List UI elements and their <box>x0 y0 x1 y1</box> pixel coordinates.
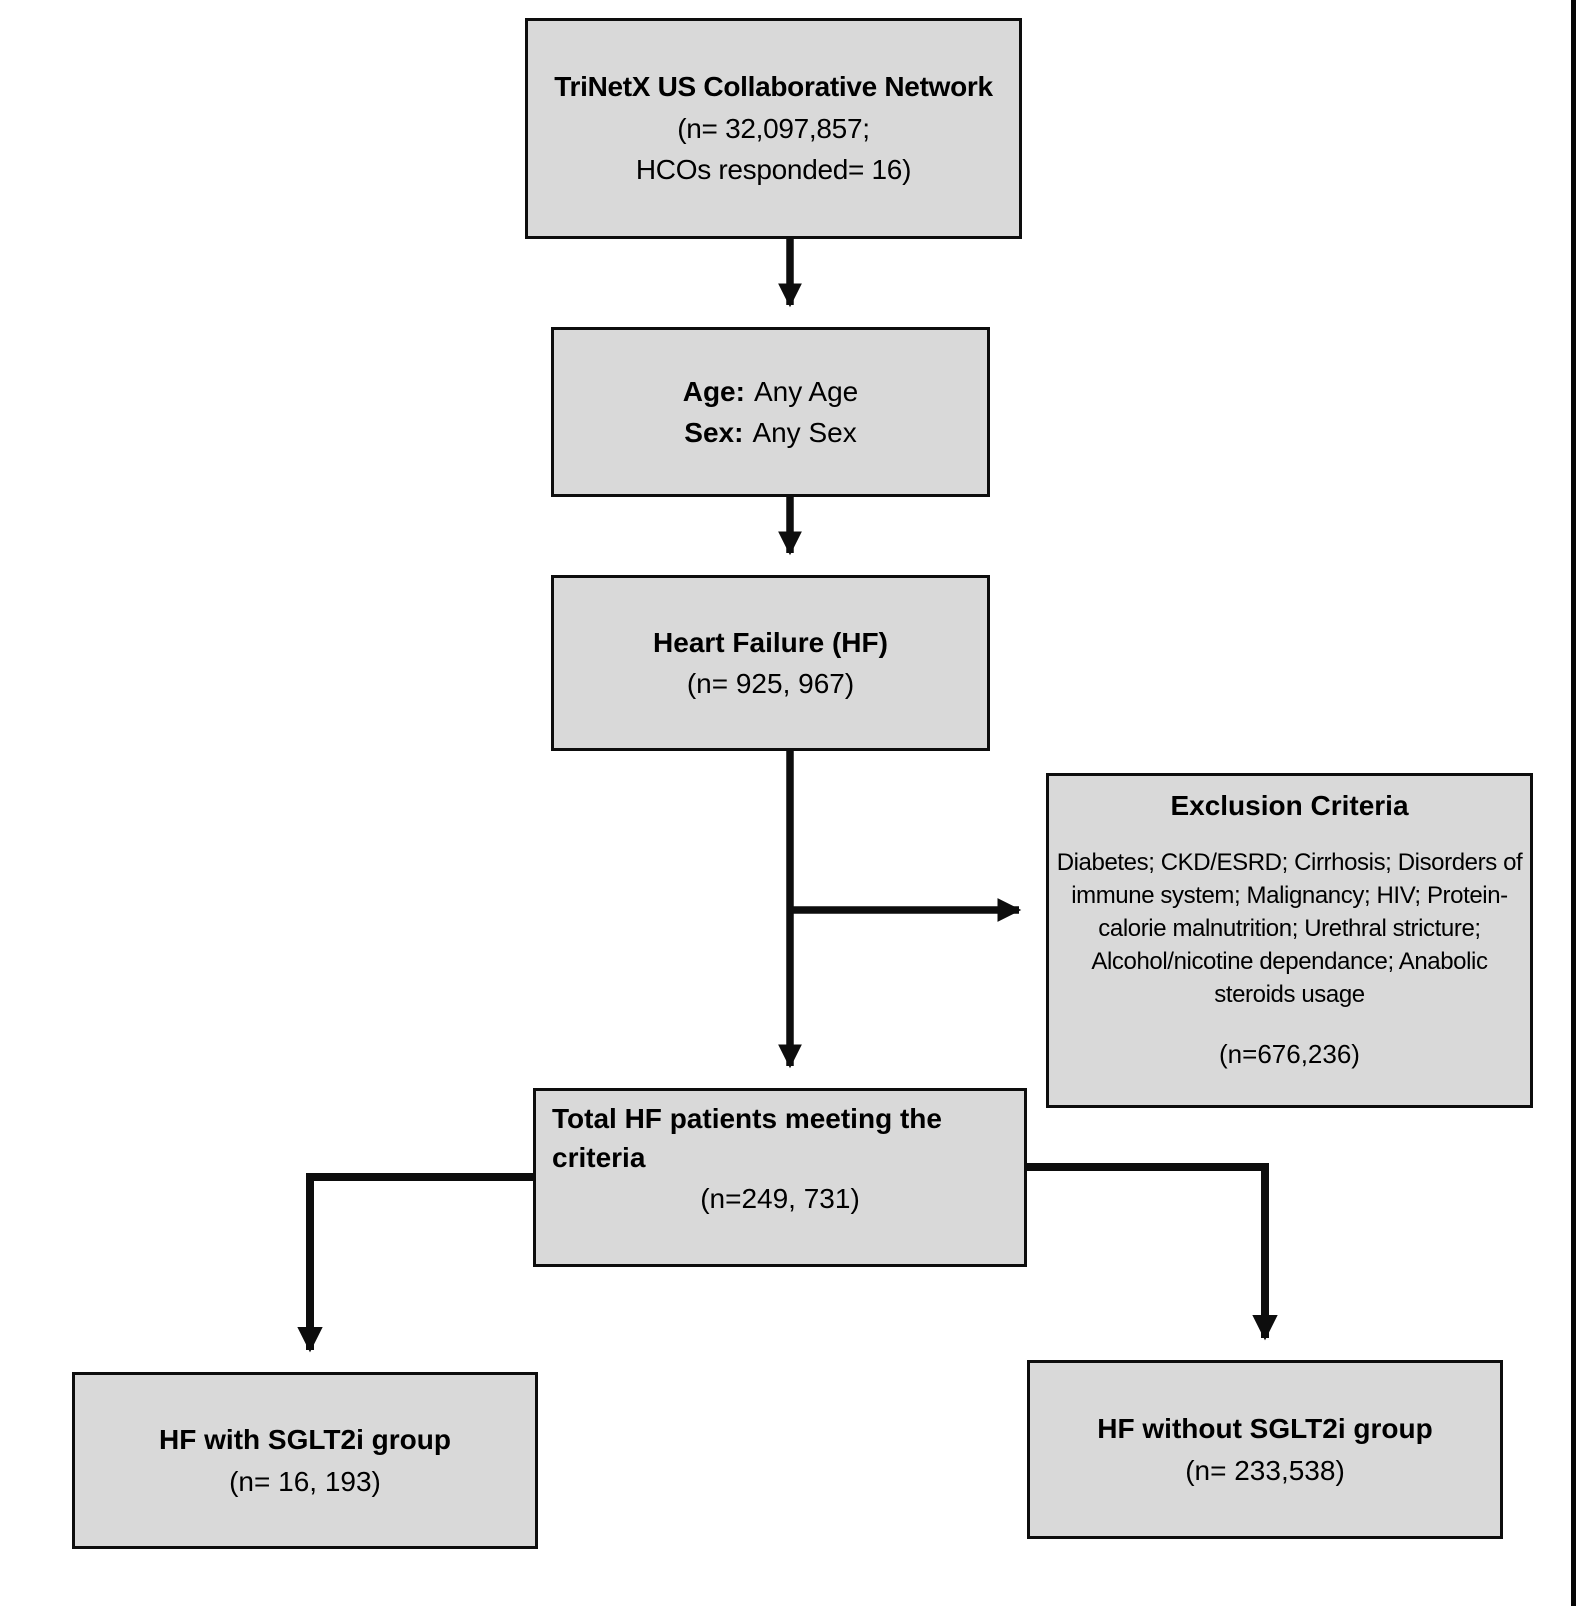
box-network: TriNetX US Collaborative Network (n= 32,… <box>525 18 1022 239</box>
exclusion-body-line: calorie malnutrition; Urethral stricture… <box>1098 915 1481 943</box>
sglt2i-title: HF with SGLT2i group <box>159 1424 451 1456</box>
page-right-border <box>1571 0 1576 1606</box>
box-hf-without-sglt2i: HF without SGLT2i group (n= 233,538) <box>1027 1360 1503 1539</box>
exclusion-title: Exclusion Criteria <box>1170 790 1409 821</box>
no-sglt2i-title: HF without SGLT2i group <box>1097 1413 1433 1445</box>
arrow-total-to-sglt2i <box>297 1173 533 1353</box>
network-count-line1: (n= 32,097,857; <box>677 112 870 144</box>
exclusion-body-line: Alcohol/nicotine dependance; Anabolic <box>1091 948 1488 976</box>
box-hf-with-sglt2i: HF with SGLT2i group (n= 16, 193) <box>72 1372 538 1549</box>
exclusion-body-line: Diabetes; CKD/ESRD; Cirrhosis; Disorders… <box>1056 849 1523 877</box>
age-value: Any Age <box>753 375 859 407</box>
total-hf-title: Total HF patients meeting the criteria <box>552 1103 942 1174</box>
network-count-line2: HCOs responded= 16) <box>635 154 912 186</box>
box-exclusion-criteria: Exclusion Criteria Diabetes; CKD/ESRD; C… <box>1046 773 1533 1108</box>
exclusion-count: (n=676,236) <box>1219 1039 1360 1070</box>
heart-failure-count: (n= 925, 967) <box>686 668 855 699</box>
box-total-hf: Total HF patients meeting the criteria (… <box>533 1088 1027 1267</box>
sex-label: Sex: <box>684 417 744 448</box>
arrow-total-to-no-sglt2i <box>1027 1163 1278 1341</box>
exclusion-body: Diabetes; CKD/ESRD; Cirrhosis; Disorders… <box>1057 846 1523 1011</box>
exclusion-body-line: steroids usage <box>1214 981 1365 1009</box>
age-line: Age:Any Age <box>683 371 859 412</box>
exclusion-body-line: immune system; Malignancy; HIV; Protein- <box>1071 882 1508 910</box>
sglt2i-count: (n= 16, 193) <box>229 1465 381 1497</box>
heart-failure-title: Heart Failure (HF) <box>653 626 888 658</box>
box-demographics: Age:Any Age Sex: Any Sex <box>551 327 990 497</box>
sex-line: Sex: Any Sex <box>684 412 856 453</box>
sex-value: Any Sex <box>752 417 857 448</box>
network-title: TriNetX US Collaborative Network <box>554 71 993 103</box>
total-hf-count: (n=249, 731) <box>700 1183 860 1215</box>
no-sglt2i-count: (n= 233,538) <box>1185 1454 1345 1486</box>
box-heart-failure: Heart Failure (HF) (n= 925, 967) <box>551 575 990 751</box>
age-label: Age: <box>682 375 745 407</box>
